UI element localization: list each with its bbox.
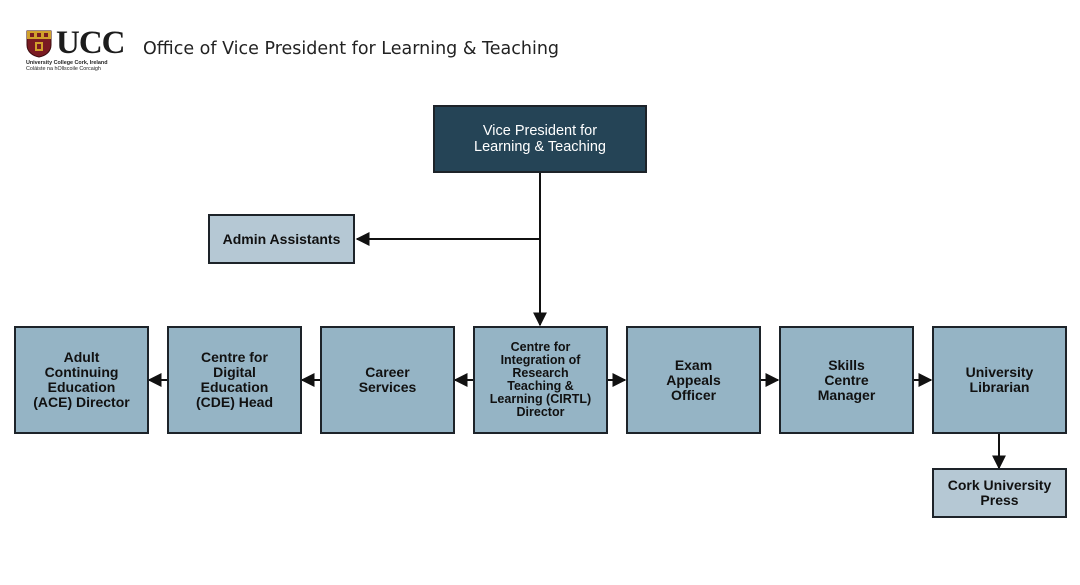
node-cork-university-press-label: Cork University Press <box>947 477 1052 508</box>
node-career-services-label: Career Services <box>358 364 417 395</box>
node-vice-president-label: Vice President for Learning & Teaching <box>474 123 606 155</box>
node-cirtl-director: Centre for Integration of Research Teach… <box>473 326 608 434</box>
logo-subtitle-english: University College Cork, Ireland <box>26 60 108 66</box>
node-admin-assistants: Admin Assistants <box>208 214 355 264</box>
logo-subtitle-irish: Coláiste na hOllscoile Corcaigh <box>26 66 101 72</box>
node-cde-head-label: Centre for Digital Education (CDE) Head <box>195 349 273 410</box>
ucc-logo: UCC University College Cork, Ireland Col… <box>26 26 125 74</box>
node-exam-appeals-officer: Exam Appeals Officer <box>626 326 761 434</box>
crest-icon <box>26 30 52 58</box>
node-university-librarian-label: University Librarian <box>965 364 1034 395</box>
logo-wordmark: UCC <box>56 25 125 61</box>
node-skills-centre-manager-label: Skills Centre Manager <box>817 356 876 403</box>
node-career-services: Career Services <box>320 326 455 434</box>
node-ace-director: Adult Continuing Education (ACE) Directo… <box>14 326 149 434</box>
node-exam-appeals-officer-label: Exam Appeals Officer <box>666 356 721 403</box>
node-cork-university-press: Cork University Press <box>932 468 1067 518</box>
node-admin-assistants-label: Admin Assistants <box>222 230 341 247</box>
node-cirtl-director-label: Centre for Integration of Research Teach… <box>489 340 592 419</box>
page-title: Office of Vice President for Learning & … <box>143 39 560 59</box>
node-cde-head: Centre for Digital Education (CDE) Head <box>167 326 302 434</box>
node-ace-director-label: Adult Continuing Education (ACE) Directo… <box>33 349 130 410</box>
node-vice-president: Vice President for Learning & Teaching <box>433 105 647 173</box>
node-skills-centre-manager: Skills Centre Manager <box>779 326 914 434</box>
node-university-librarian: University Librarian <box>932 326 1067 434</box>
